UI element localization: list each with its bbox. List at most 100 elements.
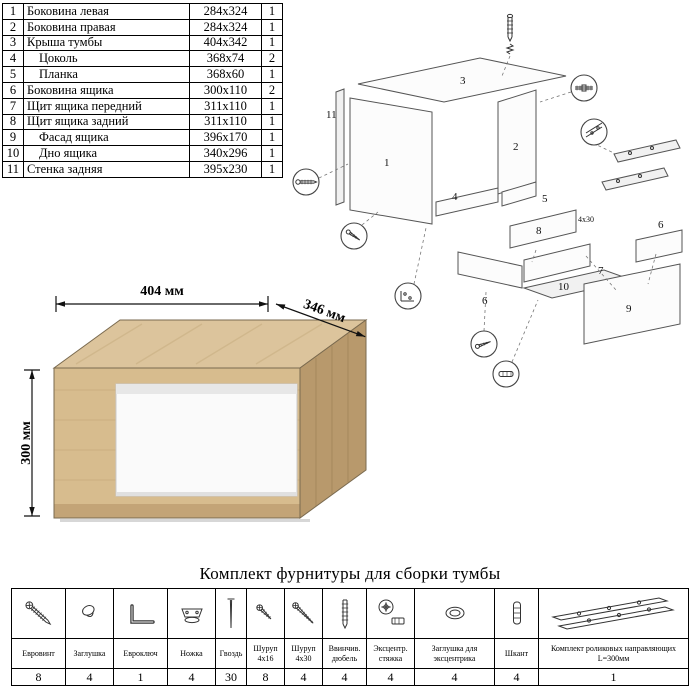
hexkey-icon — [113, 588, 168, 639]
part-number: 10 — [2, 145, 24, 162]
drawer-side-part-6-left — [457, 251, 523, 289]
part-number: 5 — [2, 66, 24, 83]
part-label: 4 — [452, 191, 458, 203]
leg-icon — [167, 588, 216, 639]
hardware-label: Шуруп 4х30 — [284, 638, 323, 669]
part-name: Боковина правая — [23, 18, 190, 36]
nightstand-drawing: 404 мм 346 мм 300 мм — [19, 284, 368, 522]
table-row: 3 Крыша тумбы 404х342 1 — [2, 34, 283, 52]
part-number: 6 — [2, 81, 24, 99]
hardware-qty: 4 — [366, 668, 415, 686]
part-number: 9 — [2, 129, 24, 147]
height-dimension: 300 мм — [19, 369, 40, 517]
part-number: 7 — [2, 97, 24, 115]
part-qty: 1 — [261, 113, 283, 131]
part-number: 11 — [2, 160, 24, 178]
table-row: 7 Щит ящика передний 311х110 1 — [2, 97, 283, 115]
hardware-label: Ножка — [167, 638, 216, 669]
width-dimension: 404 мм — [55, 284, 269, 312]
part-label: 9 — [626, 303, 632, 315]
cap-icon — [65, 588, 114, 639]
part-size: 284х324 — [189, 18, 262, 36]
hardware-label: Эксцентр. стяжка — [366, 638, 415, 669]
table-row: 6 Боковина ящика 300х110 2 — [2, 81, 283, 99]
part-name: Цоколь — [23, 50, 190, 68]
part-name: Боковина ящика — [23, 81, 190, 99]
nail-icon — [215, 588, 247, 639]
table-row: 5 Планка 368х60 1 — [2, 66, 283, 83]
hardware-qty: 8 — [246, 668, 285, 686]
part-name: Планка — [23, 66, 190, 83]
hardware-qty: 30 — [215, 668, 247, 686]
part-size: 340х296 — [189, 145, 262, 162]
hardware-label: Заглушка — [65, 638, 114, 669]
screw-callout — [470, 330, 498, 358]
part-number: 2 — [2, 18, 24, 36]
hardware-label: Гвоздь — [215, 638, 247, 669]
hardware-label: Ввинчив. дюбель — [322, 638, 367, 669]
part-number: 3 — [2, 34, 24, 52]
part-size: 396х170 — [189, 129, 262, 147]
hardware-qty: 4 — [494, 668, 539, 686]
hardware-qty: 4 — [65, 668, 114, 686]
hardware-qty: 4 — [414, 668, 495, 686]
part-qty: 1 — [261, 66, 283, 83]
back-panel-part-11 — [335, 88, 345, 206]
part-name: Стенка задняя — [23, 160, 190, 178]
part-name: Щит ящика передний — [23, 97, 190, 115]
part-qty: 1 — [261, 97, 283, 115]
threaded-dowel-icon — [322, 588, 367, 639]
hardware-label: Евроключ — [113, 638, 168, 669]
drawer-side-part-6-right — [635, 229, 683, 263]
drawer-front-part-7 — [523, 243, 591, 283]
drawer-rails-icon — [538, 588, 689, 639]
part-qty: 1 — [261, 129, 283, 147]
hardware-label: Шкант — [494, 638, 539, 669]
top-panel-part-3 — [357, 57, 567, 103]
drawer-back-part-8 — [509, 209, 577, 249]
euroscrew-icon — [11, 588, 66, 639]
part-qty: 1 — [261, 145, 283, 162]
cam-lock-icon — [366, 588, 415, 639]
part-label: 1 — [384, 157, 390, 169]
double-bolt-callout — [570, 74, 598, 102]
part-name: Дно ящика — [23, 145, 190, 162]
part-size: 284х324 — [189, 3, 262, 20]
table-row: 11 Стенка задняя 395х230 1 — [2, 160, 283, 178]
height-dimension-label: 300 мм — [19, 421, 34, 465]
part-number: 1 — [2, 3, 24, 20]
table-row: 2 Боковина правая 284х324 1 — [2, 18, 283, 36]
screw-with-spring-icon — [505, 13, 515, 55]
part-name: Фасад ящика — [23, 129, 190, 147]
hardware-qty: 1 — [538, 668, 689, 686]
part-size: 311х110 — [189, 97, 262, 115]
left-side-part-1 — [349, 97, 433, 225]
width-dimension-label: 404 мм — [140, 284, 184, 299]
screw-size-note: 4х30 — [578, 215, 594, 224]
part-size: 395х230 — [189, 160, 262, 178]
table-row: 1 Боковина левая 284х324 1 — [2, 3, 283, 20]
hardware-label: Заглушка для эксцентрика — [414, 638, 495, 669]
rail-bracket-callout — [580, 118, 608, 146]
part-label: 2 — [513, 141, 519, 153]
part-qty: 1 — [261, 18, 283, 36]
floor-shadow — [60, 519, 310, 522]
part-qty: 1 — [261, 34, 283, 52]
part-name: Боковина левая — [23, 3, 190, 20]
parts-table: 1 Боковина левая 284х324 1 2 Боковина пр… — [2, 3, 283, 178]
part-label: 6 — [658, 219, 664, 231]
drawer-front — [115, 383, 298, 497]
screw-callout — [340, 222, 368, 250]
table-row: 9 Фасад ящика 396х170 1 — [2, 129, 283, 147]
hardware-label: Евровинт — [11, 638, 66, 669]
table-row: 8 Щит ящика задний 311х110 1 — [2, 113, 283, 131]
dowel-icon — [494, 588, 539, 639]
hardware-label: Шуруп 4х16 — [246, 638, 285, 669]
part-qty: 2 — [261, 81, 283, 99]
part-label: 6 — [482, 295, 488, 307]
part-label: 10 — [558, 281, 570, 293]
roller-guides — [601, 139, 681, 191]
part-qty: 1 — [261, 3, 283, 20]
part-label: 3 — [460, 75, 466, 87]
